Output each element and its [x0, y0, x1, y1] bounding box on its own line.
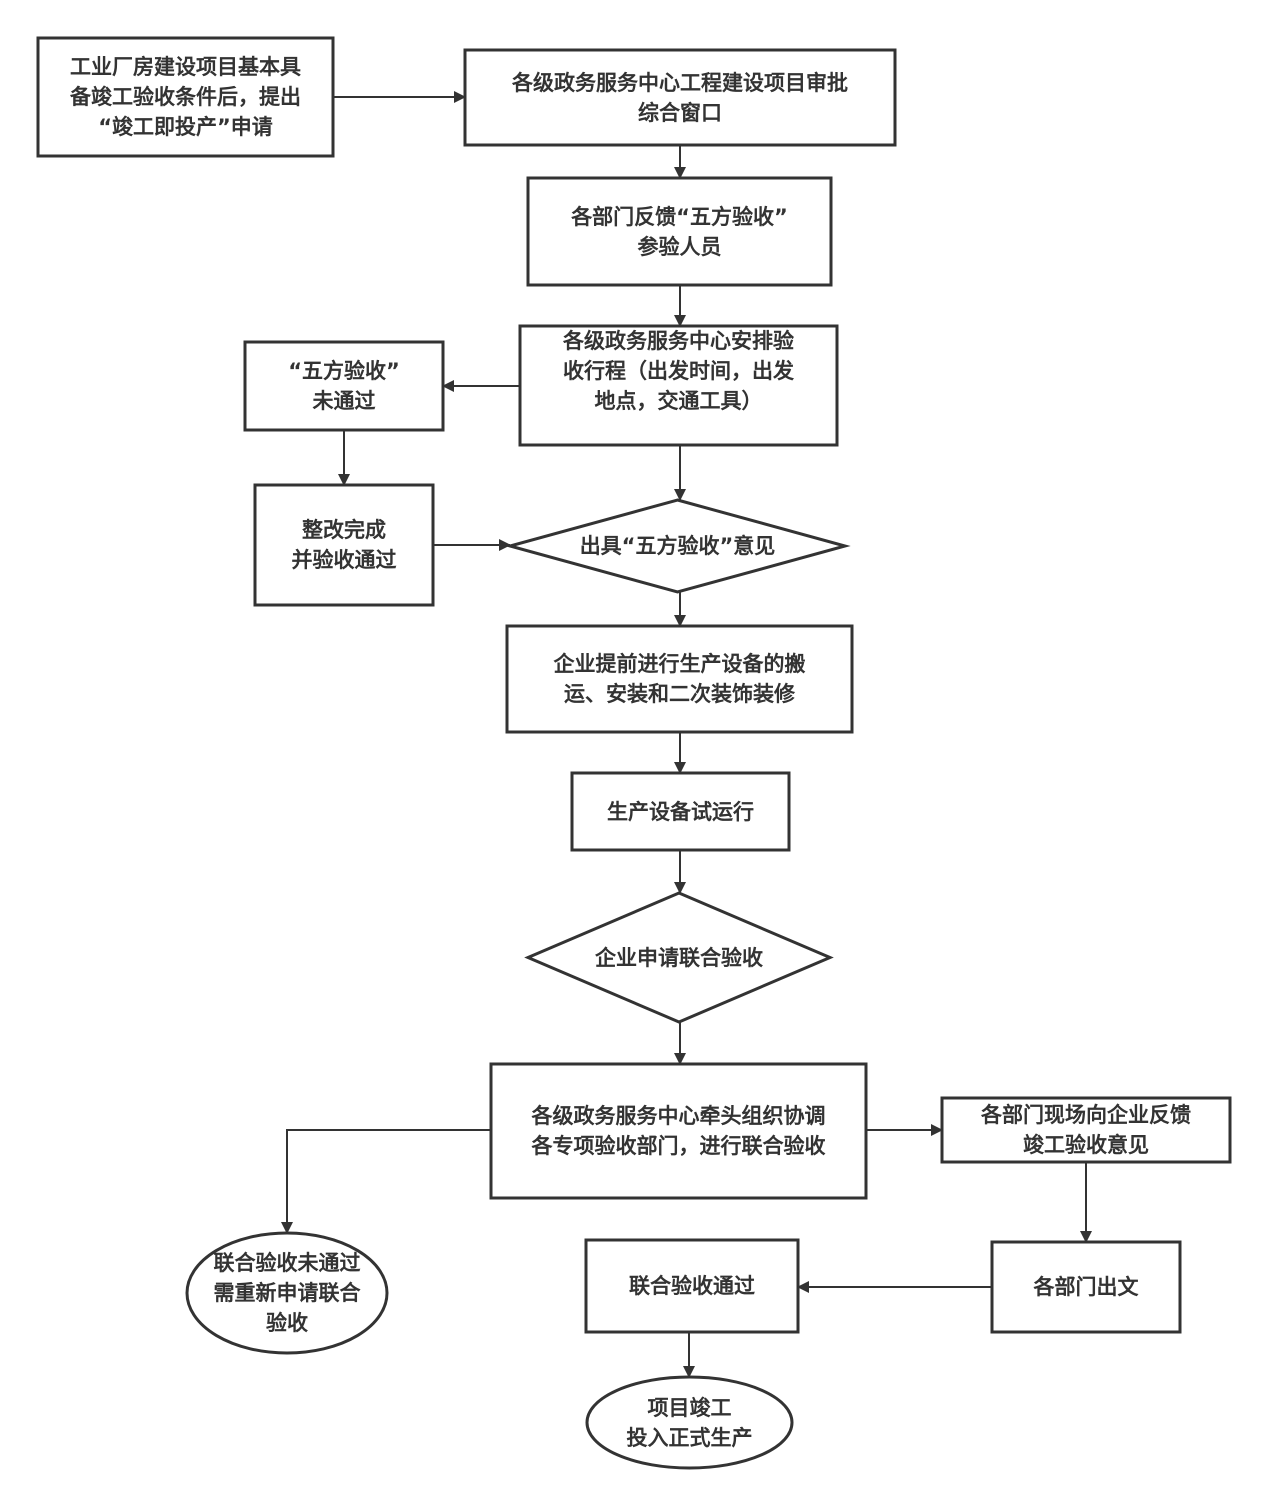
- node-install: 企业提前进行生产设备的搬 运、安装和二次装饰装修: [553, 652, 806, 706]
- node-five-fail: “五方验收” 未通过: [288, 359, 400, 413]
- node-five-opinion: 出具“五方验收”意见: [579, 534, 776, 558]
- node-joint-check: 各级政务服务中心牵头组织协调 各专项验收部门，进行联合验收: [531, 1104, 826, 1158]
- node-apply: 工业厂房建设项目基本具 备竣工验收条件后，提出 “竣工即投产”申请: [70, 55, 301, 139]
- shape-trial: [570, 771, 791, 852]
- node-joint-pass: 联合验收通过: [629, 1274, 755, 1298]
- shape-window: [463, 48, 897, 147]
- node-trial: 生产设备试运行: [607, 799, 754, 824]
- shape-apply: [36, 36, 335, 158]
- node-rectify: 整改完成 并验收通过: [291, 518, 397, 572]
- shape-joint-pass: [584, 1238, 800, 1334]
- node-shapes: [36, 36, 1232, 1470]
- node-done: 项目竣工 投入正式生产: [626, 1395, 753, 1450]
- shape-joint-check: [489, 1062, 868, 1200]
- shape-dept-doc: [990, 1240, 1182, 1334]
- node-window: 各级政务服务中心工程建设项目审批 综合窗口: [512, 70, 848, 125]
- node-dept-doc: 各部门出文: [1033, 1275, 1139, 1299]
- shape-install: [505, 624, 854, 734]
- shape-rectify: [253, 483, 435, 607]
- shape-dept-feedback: [940, 1096, 1232, 1164]
- edge-joint-check-to-joint-fail: [281, 1129, 491, 1234]
- shape-schedule: [518, 324, 839, 447]
- edge-lines: [281, 91, 1092, 1378]
- node-schedule: 各级政务服务中心安排验 收行程（出发时间，出发 地点，交通工具）: [563, 329, 794, 413]
- shape-five-opinion: [504, 498, 851, 594]
- node-joint-apply: 企业申请联合验收: [595, 945, 763, 970]
- node-joint-fail: 联合验收未通过 需重新申请联合 验收: [213, 1251, 361, 1335]
- node-dept-feedback: 各部门现场向企业反馈 竣工验收意见: [981, 1103, 1191, 1157]
- node-feedback-staff: 各部门反馈“五方验收” 参验人员: [571, 204, 788, 259]
